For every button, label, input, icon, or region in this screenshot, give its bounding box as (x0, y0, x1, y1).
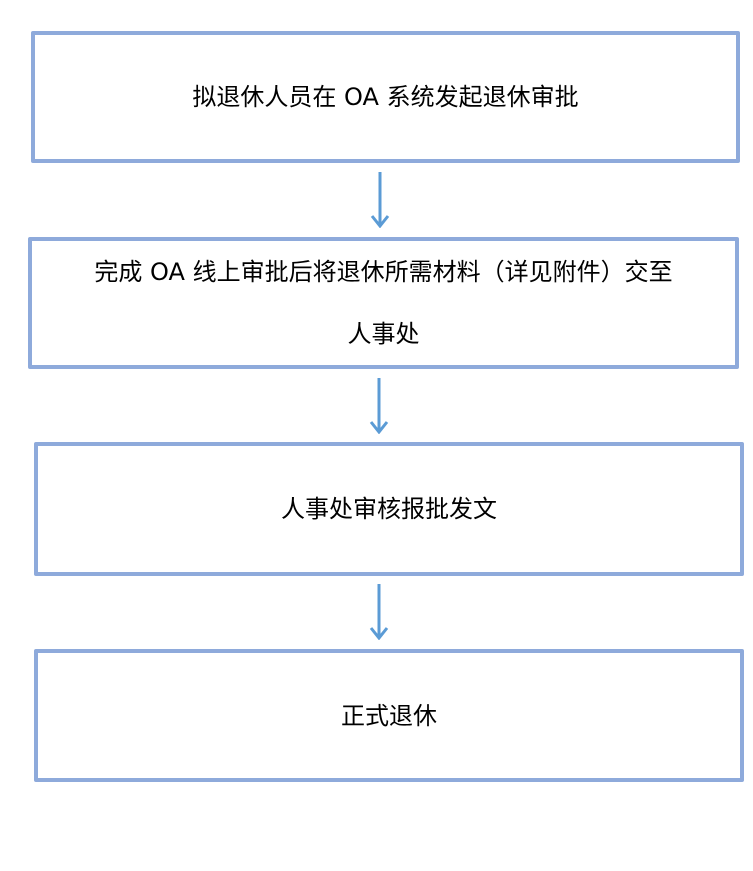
step-4-box: 正式退休 (34, 649, 744, 782)
step-2-label-line1: 完成 OA 线上审批后将退休所需材料（详见附件）交至 (94, 258, 673, 286)
step-3-box: 人事处审核报批发文 (34, 442, 744, 576)
step-1-box: 拟退休人员在 OA 系统发起退休审批 (31, 31, 740, 163)
step-2-box: 完成 OA 线上审批后将退休所需材料（详见附件）交至 人事处 (28, 237, 739, 369)
step-4-label: 正式退休 (341, 701, 437, 730)
arrow-down-icon (369, 378, 389, 434)
step-2-label-line2: 人事处 (347, 320, 420, 348)
arrow-down-icon (370, 172, 390, 228)
step-1-label: 拟退休人员在 OA 系统发起退休审批 (192, 83, 579, 111)
arrow-down-icon (369, 584, 389, 640)
step-3-label: 人事处审核报批发文 (281, 495, 497, 523)
